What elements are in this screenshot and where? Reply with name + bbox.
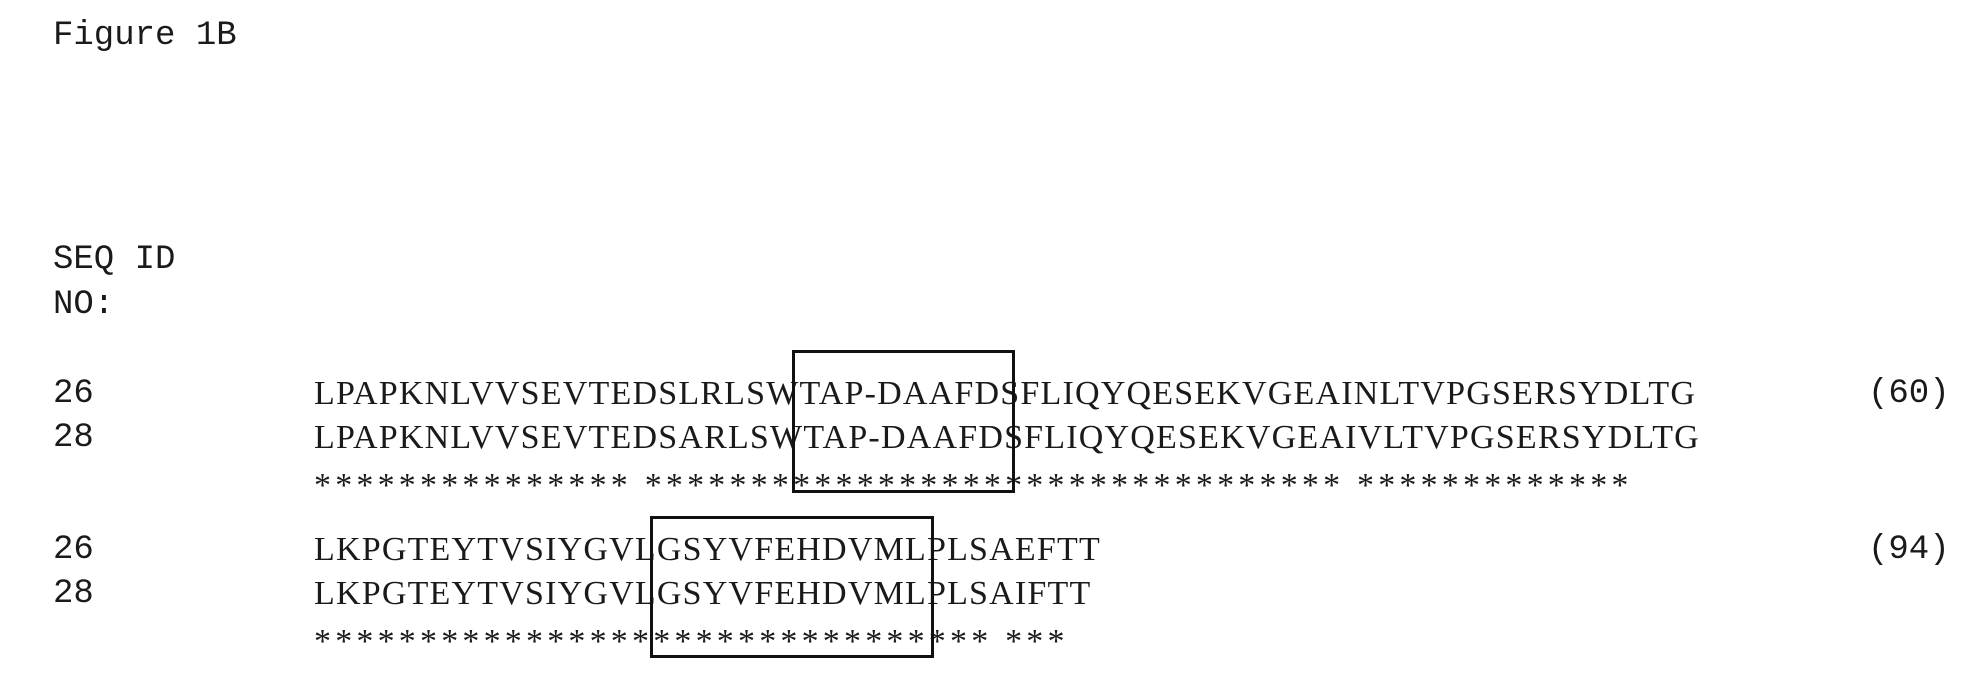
seq-id-label: 26 bbox=[53, 375, 94, 413]
sequence-row: LKPGTEYTVSIYGVLGSYVFEHDVMLPLSAEFTT bbox=[314, 531, 1101, 568]
seq-id-label: 28 bbox=[53, 575, 94, 613]
seq-id-header-line1: SEQ ID bbox=[53, 241, 176, 279]
seq-id-label: 26 bbox=[53, 531, 94, 569]
figure-title: Figure 1B bbox=[53, 17, 237, 55]
sequence-row: LPAPKNLVVSEVTEDSLRLSWTAP-DAAFDSFLIQYQESE… bbox=[314, 375, 1697, 412]
seq-id-header-line2: NO: bbox=[53, 286, 115, 324]
seq-id-label: 28 bbox=[53, 419, 94, 457]
highlight-box bbox=[792, 350, 1015, 493]
highlight-box bbox=[650, 516, 934, 658]
consensus-row: *************** ************************… bbox=[314, 467, 1633, 504]
sequence-row: LKPGTEYTVSIYGVLGSYVFEHDVMLPLSAIFTT bbox=[314, 575, 1092, 612]
end-position-label: (94) bbox=[1868, 531, 1950, 569]
sequence-row: LPAPKNLVVSEVTEDSARLSWTAP-DAAFDSFLIQYQESE… bbox=[314, 419, 1700, 456]
end-position-label: (60) bbox=[1868, 375, 1950, 413]
